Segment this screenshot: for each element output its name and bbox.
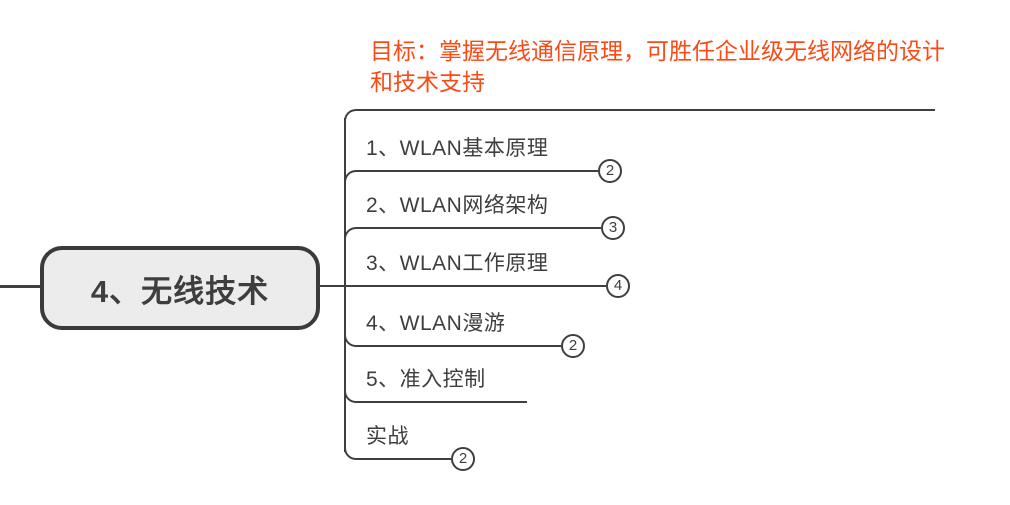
note-connector-corner <box>344 109 356 121</box>
collapsed-count-badge[interactable]: 4 <box>606 274 630 298</box>
topic-underline <box>356 227 601 229</box>
collapsed-count-badge[interactable]: 3 <box>601 216 625 240</box>
topic-label[interactable]: 4、WLAN漫游 <box>366 312 506 335</box>
topic-label[interactable]: 1、WLAN基本原理 <box>366 137 549 160</box>
branch-connector-corner <box>344 227 356 239</box>
topic-label[interactable]: 3、WLAN工作原理 <box>366 252 549 275</box>
topic-underline <box>356 170 598 172</box>
collapsed-count-badge[interactable]: 2 <box>561 334 585 358</box>
root-topic-node[interactable]: 4、无线技术 <box>40 246 320 330</box>
branch-connector-corner <box>344 448 356 460</box>
collapsed-count-badge[interactable]: 2 <box>451 447 475 471</box>
collapsed-count-badge[interactable]: 2 <box>598 159 622 183</box>
topic-label[interactable]: 2、WLAN网络架构 <box>366 194 549 217</box>
topic-label[interactable]: 实战 <box>366 425 409 448</box>
topic-underline <box>356 401 527 403</box>
topic-underline <box>356 345 561 347</box>
topic-label[interactable]: 5、准入控制 <box>366 368 486 391</box>
note-underline <box>356 109 935 111</box>
note-label[interactable]: 目标：掌握无线通信原理，可胜任企业级无线网络的设计和技术支持 <box>370 38 945 95</box>
root-topic-label: 4、无线技术 <box>90 273 270 309</box>
branch-connector-corner <box>344 170 356 182</box>
topic-underline <box>318 285 606 287</box>
parent-connector-line <box>0 285 44 288</box>
topic-underline <box>356 458 451 460</box>
